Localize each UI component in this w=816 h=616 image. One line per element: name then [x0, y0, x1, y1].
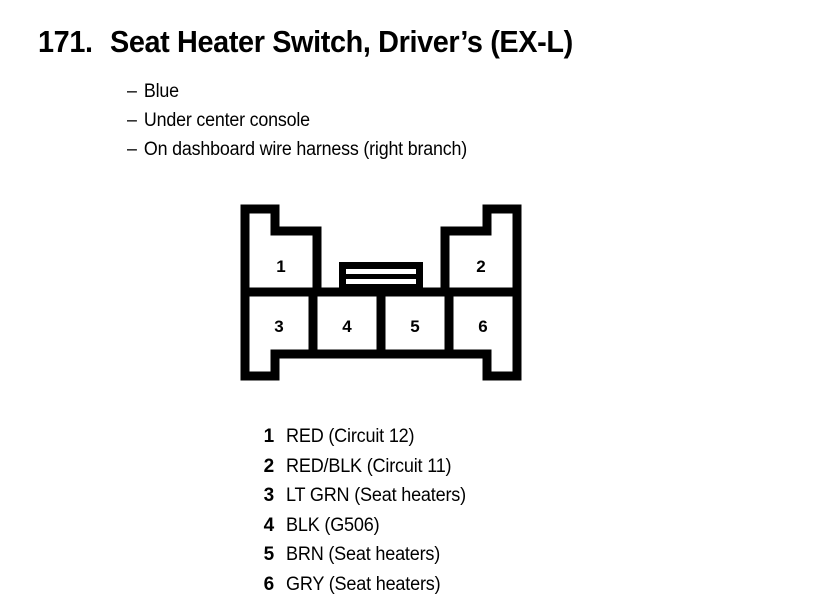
pin-number-6: 6 — [478, 317, 487, 336]
legend-row: 6 GRY (Seat heaters) — [262, 570, 475, 600]
legend-pin-label: BLK (G506) — [286, 514, 380, 536]
legend-pin-number: 4 — [263, 514, 275, 536]
list-item: –Blue — [127, 77, 467, 106]
list-item: –On dashboard wire harness (right branch… — [127, 135, 467, 164]
legend-pin-number: 1 — [263, 426, 275, 447]
list-item-label: On dashboard wire harness (right branch) — [143, 139, 467, 160]
description-list: –Blue –Under center console –On dashboar… — [127, 77, 489, 164]
connector-outline — [240, 204, 522, 381]
legend-pin-label: RED (Circuit 12) — [286, 426, 415, 447]
legend-row: 2 RED/BLK (Circuit 11) — [262, 452, 475, 482]
list-item: –Under center console — [127, 106, 467, 135]
legend-pin-number: 2 — [263, 455, 275, 477]
dash-icon: – — [127, 110, 137, 131]
dash-icon: – — [127, 139, 137, 160]
pin-legend: 1 RED (Circuit 12) 2 RED/BLK (Circuit 11… — [262, 422, 475, 599]
list-item-label: Under center console — [143, 110, 310, 131]
legend-pin-number: 5 — [263, 544, 275, 565]
dash-icon: – — [127, 81, 137, 102]
legend-pin-label: RED/BLK (Circuit 11) — [286, 455, 452, 477]
pin-number-3: 3 — [274, 317, 283, 336]
page-title: 171. Seat Heater Switch, Driver’s (EX-L) — [38, 24, 607, 60]
title-text: Seat Heater Switch, Driver’s (EX-L) — [109, 24, 573, 59]
pin-number-5: 5 — [410, 317, 419, 336]
legend-pin-label: LT GRN (Seat heaters) — [286, 485, 466, 506]
legend-row: 3 LT GRN (Seat heaters) — [262, 481, 475, 511]
connector-diagram: 1 2 3 4 5 6 — [236, 200, 526, 385]
pin-number-4: 4 — [342, 317, 352, 336]
title-number: 171. — [38, 24, 93, 59]
legend-pin-number: 6 — [263, 573, 275, 595]
legend-row: 1 RED (Circuit 12) — [262, 422, 475, 452]
legend-pin-number: 3 — [263, 485, 275, 506]
pin-number-2: 2 — [476, 257, 485, 276]
list-item-label: Blue — [143, 81, 179, 102]
legend-row: 5 BRN (Seat heaters) — [262, 540, 475, 570]
legend-pin-label: GRY (Seat heaters) — [286, 573, 441, 595]
legend-pin-label: BRN (Seat heaters) — [286, 544, 441, 565]
legend-row: 4 BLK (G506) — [262, 511, 475, 541]
center-latch-icon — [339, 262, 423, 292]
pin-number-1: 1 — [276, 257, 285, 276]
